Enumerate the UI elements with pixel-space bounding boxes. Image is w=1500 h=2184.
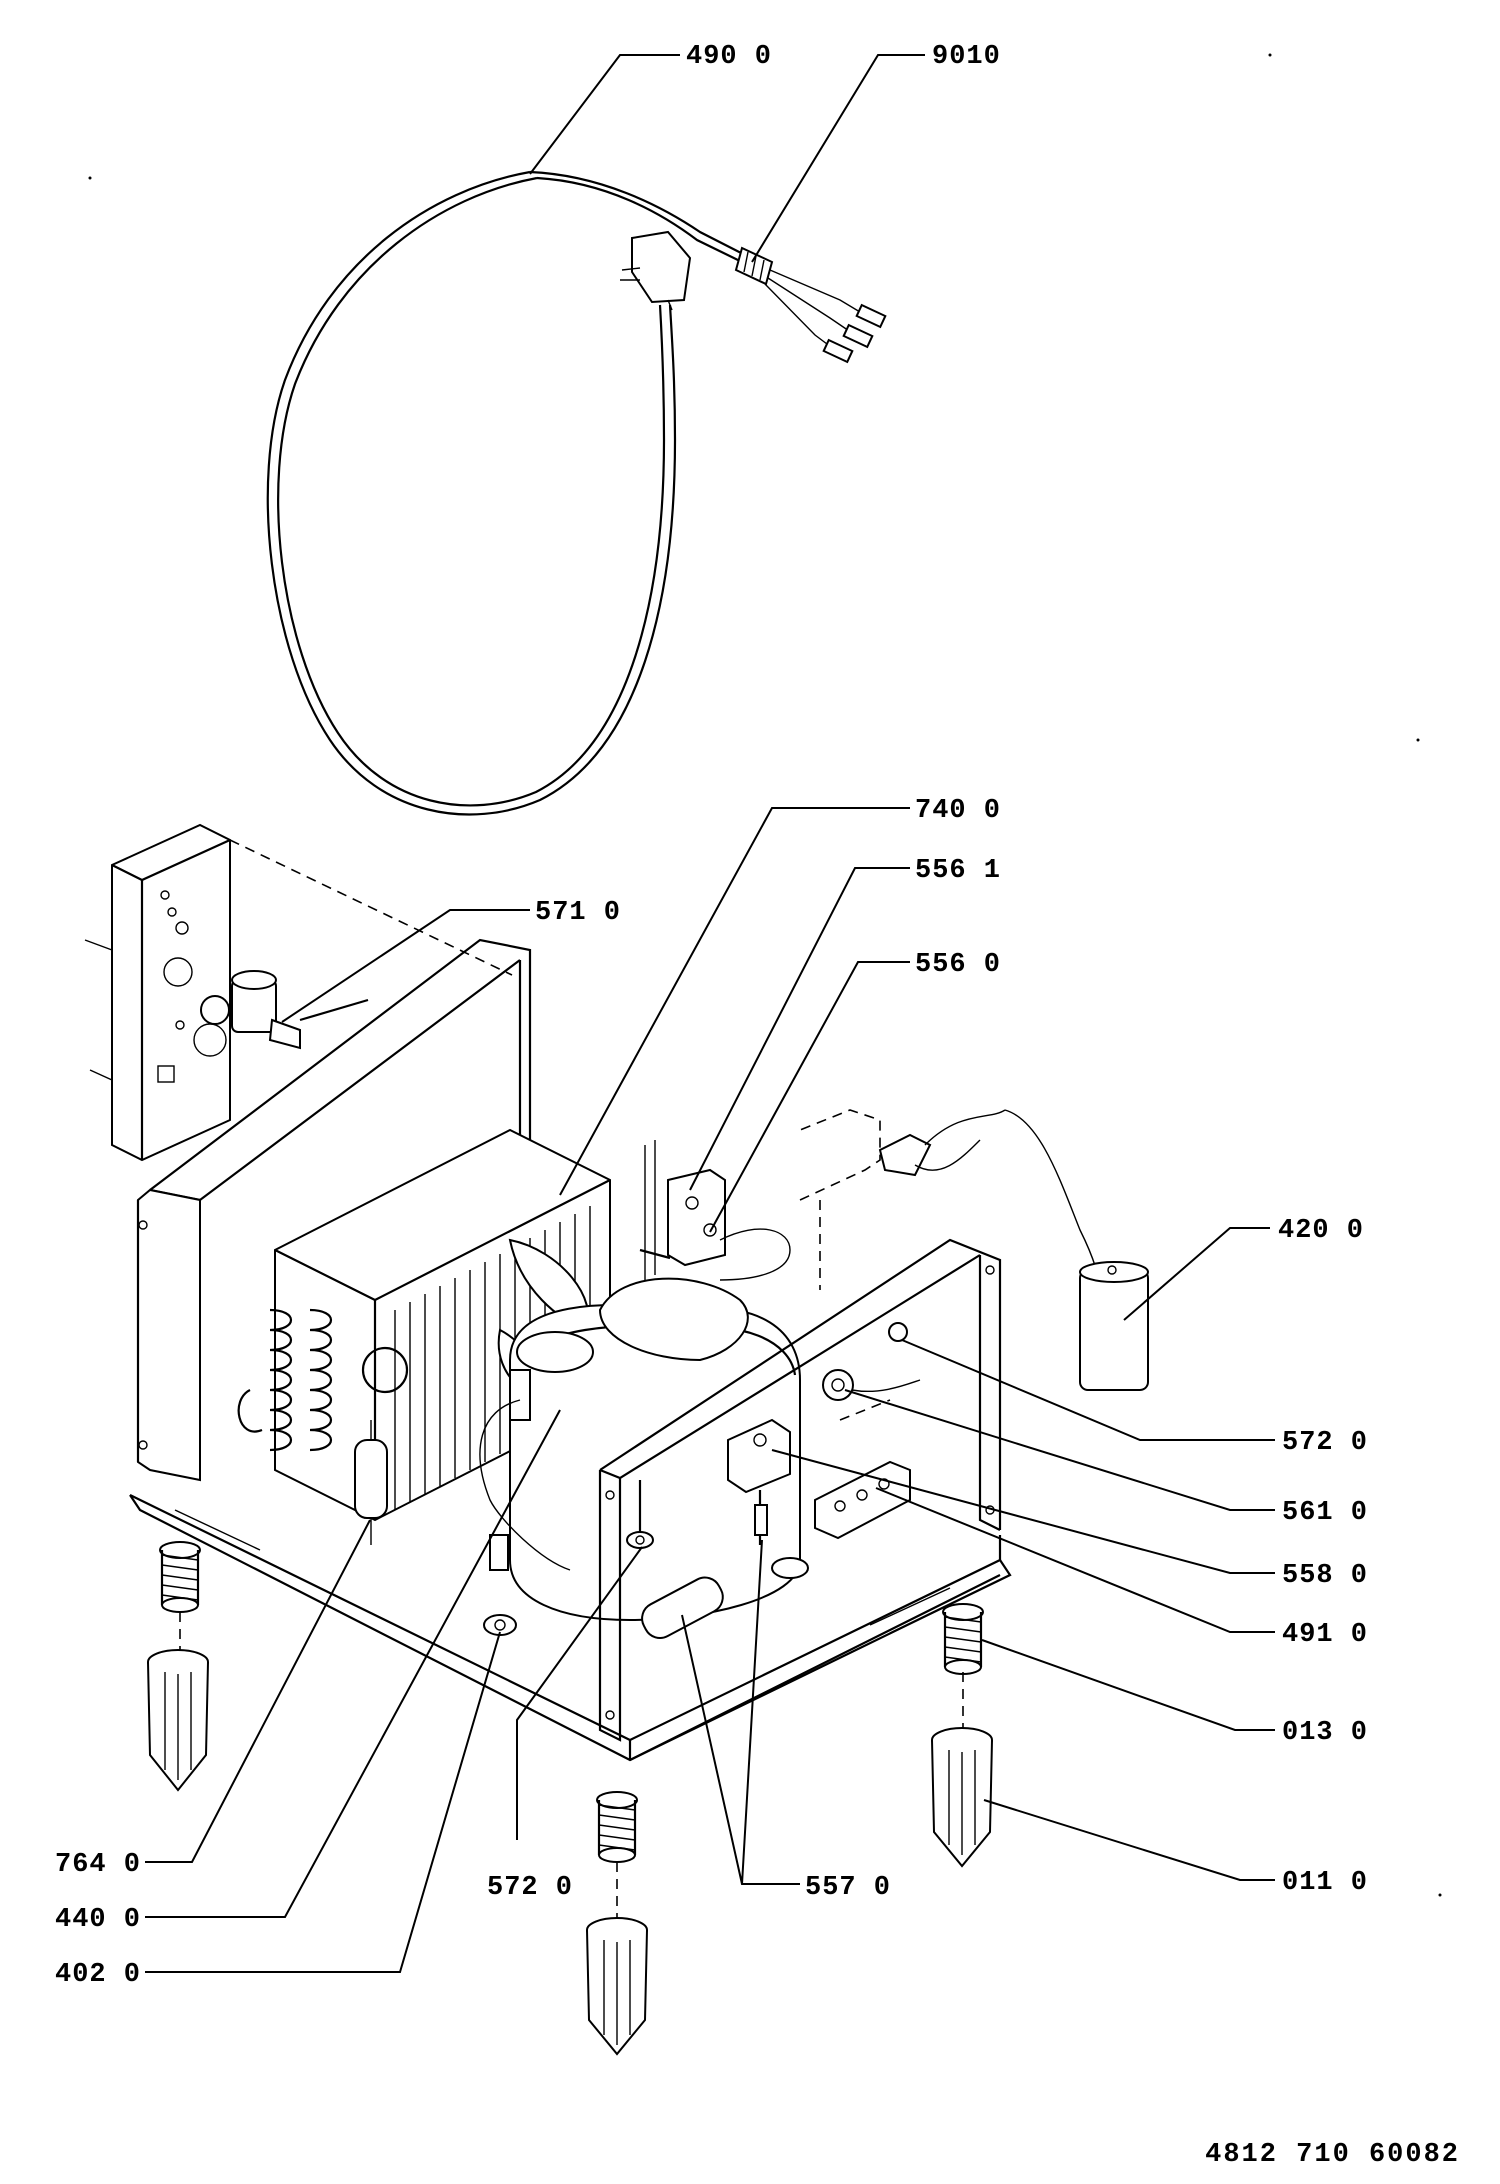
foot-cone-right xyxy=(931,1727,993,1868)
callout-557: 557 0 xyxy=(805,1873,891,1903)
compressor-grommet-front xyxy=(626,1531,654,1549)
foot-spring-center xyxy=(596,1791,638,1863)
callout-402: 402 0 xyxy=(55,1960,141,1990)
leader-4910 xyxy=(875,1487,1275,1633)
leader-0110 xyxy=(983,1799,1275,1881)
callout-491: 491 0 xyxy=(1282,1620,1368,1650)
callout-5560: 556 0 xyxy=(915,950,1001,980)
callout-558: 558 0 xyxy=(1282,1561,1368,1591)
compressor-grommet-left xyxy=(483,1534,517,1636)
callout-011: 011 0 xyxy=(1282,1868,1368,1898)
callout-490: 490 0 xyxy=(686,42,772,72)
leader-490 xyxy=(529,54,680,175)
foot-cone-left xyxy=(147,1649,209,1792)
solenoid-valve xyxy=(200,970,369,1050)
leader-9010 xyxy=(751,54,925,263)
foot-alignment-dashes xyxy=(179,1612,964,1918)
leader-5570 xyxy=(681,1539,800,1885)
callout-420: 420 0 xyxy=(1278,1216,1364,1246)
run-capacitor-420 xyxy=(1079,1261,1149,1391)
grommet-572-right xyxy=(888,1322,908,1342)
print-specks xyxy=(88,53,1442,1897)
callout-013: 013 0 xyxy=(1282,1718,1368,1748)
callout-571: 571 0 xyxy=(535,898,621,928)
cord-strain-relief xyxy=(734,246,774,286)
leader-5560 xyxy=(709,961,910,1233)
leader-5720a xyxy=(901,1339,1275,1441)
condenser-coil xyxy=(237,1308,409,1452)
power-cord xyxy=(266,170,746,816)
leader-4020 xyxy=(145,1631,501,1973)
callout-572-center: 572 0 xyxy=(487,1873,573,1903)
thermostat-dashed-link xyxy=(799,1109,881,1290)
leader-4200 xyxy=(1123,1227,1270,1321)
leader-5580 xyxy=(771,1449,1275,1574)
callout-labels: 490 0 9010 740 0 556 1 556 0 571 0 420 0… xyxy=(55,42,1368,1990)
leader-7640 xyxy=(145,1519,371,1863)
left-side-panel xyxy=(136,1188,201,1482)
thermostat-bracket xyxy=(639,1140,791,1281)
control-panel-bracket xyxy=(84,823,231,1162)
leader-0130 xyxy=(981,1639,1275,1731)
leader-5561 xyxy=(689,867,910,1191)
foot-spring-left xyxy=(159,1541,201,1613)
switch-wire-assembly xyxy=(878,1109,1101,1291)
callout-5561: 556 1 xyxy=(915,856,1001,886)
foot-spring-right xyxy=(942,1603,984,1675)
front-frame xyxy=(598,1238,1002,1761)
overload-relay xyxy=(727,1418,809,1579)
callout-561: 561 0 xyxy=(1282,1498,1368,1528)
leader-5610 xyxy=(844,1389,1275,1511)
leader-7400 xyxy=(559,807,910,1196)
leader-4400 xyxy=(145,1409,561,1918)
cord-wire-ends xyxy=(764,269,887,364)
compressor xyxy=(479,1277,801,1622)
leader-5710 xyxy=(281,909,530,1023)
callout-572-right: 572 0 xyxy=(1282,1428,1368,1458)
callout-440: 440 0 xyxy=(55,1905,141,1935)
mains-plug xyxy=(620,230,692,311)
leader-lines xyxy=(145,54,1275,1973)
drier-filter-764 xyxy=(354,1420,388,1545)
callout-764: 764 0 xyxy=(55,1850,141,1880)
leader-5720b xyxy=(516,1546,643,1840)
foot-cone-center xyxy=(586,1917,648,2056)
callout-9010: 9010 xyxy=(932,42,1001,72)
lamp-socket-561 xyxy=(822,1369,921,1421)
document-number: 4812 710 60082 xyxy=(1205,2140,1460,2170)
start-capacitor-557 xyxy=(641,1576,724,1639)
panel-dashed-links xyxy=(229,839,513,976)
callout-740: 740 0 xyxy=(915,796,1001,826)
